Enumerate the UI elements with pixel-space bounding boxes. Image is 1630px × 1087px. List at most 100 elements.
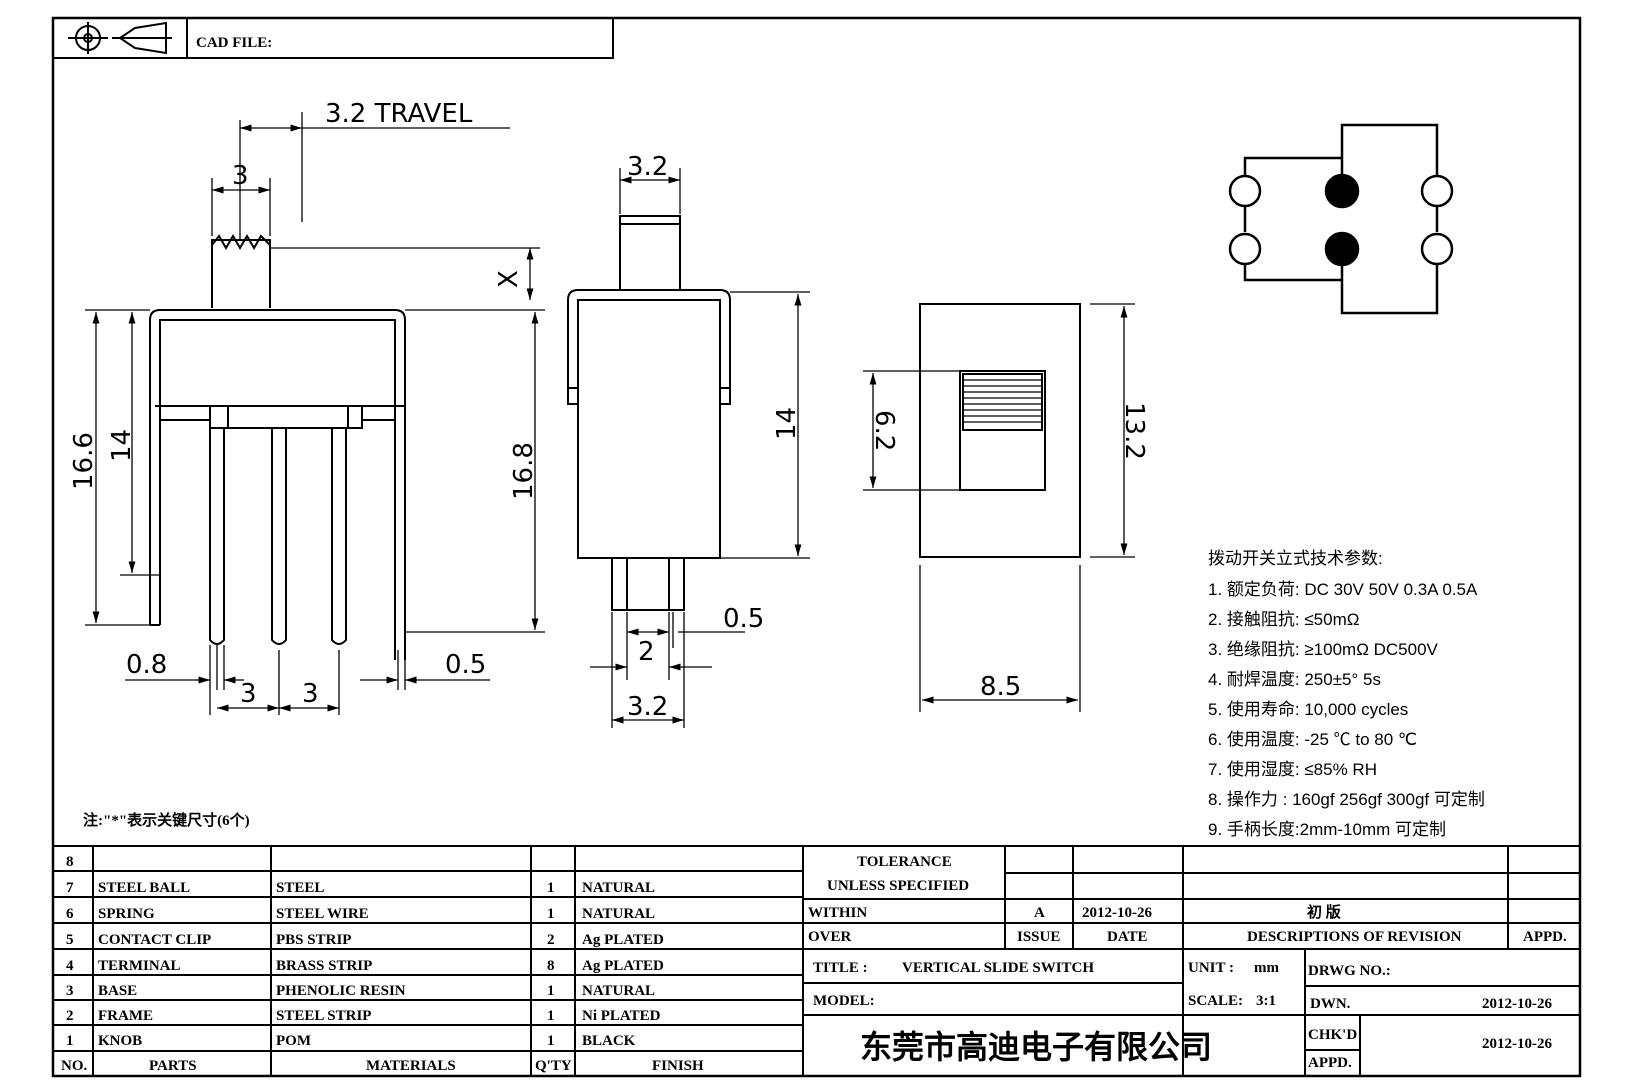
bom-no: 7 — [66, 880, 74, 896]
side-view-labels: 3.2 TRAVEL 3 X 16.6 14 16.8 0.8 3 3 0.5 — [69, 99, 539, 709]
bom-no: 5 — [66, 932, 74, 948]
spec-list: 拨动开关立式技术参数: 1. 额定负荷: DC 30V 50V 0.3A 0.5… — [1208, 549, 1485, 839]
bom-material: STEEL STRIP — [276, 1008, 371, 1024]
spec-item: 1. 额定负荷: DC 30V 50V 0.3A 0.5A — [1208, 580, 1478, 599]
front-view-dimensions — [590, 168, 810, 728]
x-label: X — [494, 270, 524, 288]
bom-material: STEEL WIRE — [276, 906, 369, 922]
over-label: OVER — [808, 929, 852, 945]
bom-finish: NATURAL — [582, 880, 655, 896]
terminal-open-icon — [1228, 232, 1262, 266]
company-name: 东莞市高迪电子有限公司 — [860, 1028, 1212, 1066]
spec-item: 4. 耐焊温度: 250±5° 5s — [1208, 670, 1381, 689]
drawn-label: DWN. — [1310, 996, 1351, 1012]
window-width-label: 6.2 — [869, 410, 899, 451]
bom-part: TERMINAL — [98, 958, 181, 974]
cad-file-label: CAD FILE: — [196, 35, 272, 51]
bom-no: 8 — [66, 854, 74, 870]
approved-label: APPD. — [1308, 1055, 1352, 1071]
bom-part: SPRING — [98, 906, 155, 922]
bom-finish: NATURAL — [582, 906, 655, 922]
issue-label: ISSUE — [1017, 929, 1060, 945]
drawn-date: 2012-10-26 — [1482, 996, 1552, 1012]
front-bottom-width-label: 3.2 — [627, 692, 668, 722]
header-block: CAD FILE: — [52, 17, 614, 59]
revision-date: 2012-10-26 — [1082, 905, 1152, 921]
bom-finish: NATURAL — [582, 983, 655, 999]
pin-width-right-label: 0.5 — [445, 650, 486, 680]
terminal-open-icon — [1420, 232, 1454, 266]
front-view — [567, 215, 731, 611]
front-pin-spacing-label: 2 — [638, 637, 655, 667]
appd-label: APPD. — [1523, 929, 1567, 945]
bom-part: STEEL BALL — [98, 880, 190, 896]
bom-material: PBS STRIP — [276, 932, 351, 948]
scale-value: 3:1 — [1256, 993, 1276, 1009]
top-height-label: 13.2 — [1119, 402, 1149, 460]
title-label: TITLE : — [813, 960, 868, 976]
spec-item: 8. 操作力 : 160gf 256gf 300gf 可定制 — [1208, 790, 1485, 809]
pin-pitch-1-label: 3 — [240, 679, 257, 709]
front-knob-width-label: 3.2 — [627, 152, 668, 182]
circuit-schematic — [1228, 123, 1454, 315]
front-height-label: 14 — [772, 407, 802, 440]
bom-qty: 1 — [547, 1033, 555, 1049]
top-view — [919, 303, 1081, 558]
bom-material: PHENOLIC RESIN — [276, 983, 406, 999]
bom-material: STEEL — [276, 880, 324, 896]
knob-width-label: 3 — [232, 161, 249, 191]
bom-part: BASE — [98, 983, 137, 999]
spec-item: 3. 绝缘阻抗: ≥100mΩ DC500V — [1208, 640, 1439, 659]
date-label: DATE — [1107, 929, 1148, 945]
bom-finish: Ni PLATED — [582, 1008, 661, 1024]
bom-finish: BLACK — [582, 1033, 636, 1049]
projection-symbol-icon — [68, 21, 172, 55]
bom-no: 4 — [66, 958, 74, 974]
height-14-label: 14 — [107, 429, 137, 462]
side-view — [149, 234, 406, 660]
bom-qty: 8 — [547, 958, 555, 974]
side-view-dimensions — [85, 112, 545, 715]
unit-label: UNIT : — [1188, 960, 1234, 976]
terminal-common-icon — [1324, 173, 1360, 209]
bom-no: 2 — [66, 1008, 74, 1024]
bom-qty: 1 — [547, 983, 555, 999]
within-label: WITHIN — [808, 905, 867, 921]
bom-qty: 1 — [547, 1008, 555, 1024]
title-block-grid — [802, 845, 1581, 1077]
bom-part: CONTACT CLIP — [98, 932, 211, 948]
bom-no: 3 — [66, 983, 74, 999]
unit-value: mm — [1254, 960, 1279, 976]
bom-part: KNOB — [98, 1033, 142, 1049]
bom-no: 6 — [66, 906, 74, 922]
spec-title: 拨动开关立式技术参数: — [1208, 549, 1383, 568]
bom-qty: 1 — [547, 906, 555, 922]
spec-item: 7. 使用湿度: ≤85% RH — [1208, 759, 1377, 779]
key-dimension-note: 注:"*"表示关键尺寸(6个) — [83, 811, 250, 829]
top-view-labels: 6.2 13.2 8.5 — [869, 402, 1149, 702]
bom-material: BRASS STRIP — [276, 958, 372, 974]
bom-qty: 2 — [547, 932, 555, 948]
model-label: MODEL: — [813, 993, 875, 1009]
top-width-label: 8.5 — [980, 672, 1021, 702]
spec-item: 2. 接触阻抗: ≤50mΩ — [1208, 610, 1359, 629]
pin-thickness-label: 0.8 — [126, 650, 167, 680]
spec-item: 9. 手柄长度:2mm-10mm 可定制 — [1208, 820, 1446, 839]
bom-header-parts: PARTS — [149, 1058, 197, 1074]
checked-label: CHK'D — [1308, 1027, 1357, 1043]
height-16-6-label: 16.6 — [69, 432, 99, 490]
bom-finish: Ag PLATED — [582, 932, 664, 948]
scale-label: SCALE: — [1188, 993, 1243, 1009]
drawing-number-label: DRWG NO.: — [1308, 963, 1391, 979]
bom-material: POM — [276, 1033, 311, 1049]
revision-letter: A — [1034, 905, 1045, 921]
bom-header-no: NO. — [61, 1058, 88, 1074]
spec-item: 5. 使用寿命: 10,000 cycles — [1208, 699, 1408, 719]
bom-header-finish: FINISH — [652, 1058, 704, 1074]
bom-qty: 1 — [547, 880, 555, 896]
checked-date: 2012-10-26 — [1482, 1036, 1552, 1052]
front-pin-thickness-label: 0.5 — [723, 604, 764, 634]
bom-part: FRAME — [98, 1008, 153, 1024]
pin-pitch-2-label: 3 — [302, 679, 319, 709]
